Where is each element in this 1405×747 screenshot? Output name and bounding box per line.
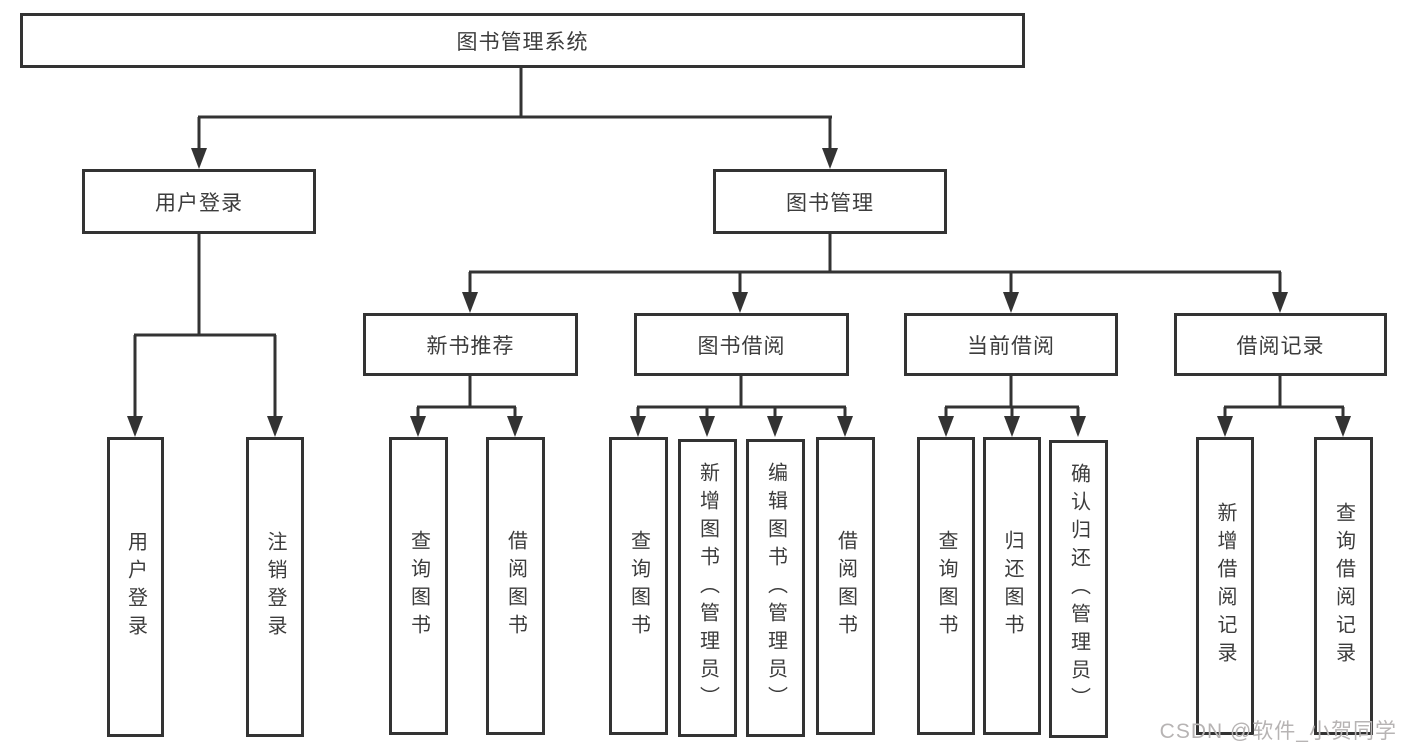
leaf-add-borrow-record: 新增借阅记录 (1196, 437, 1254, 735)
leaf-query-books-recommend: 查询图书 (389, 437, 448, 735)
node-current-borrowing: 当前借阅 (904, 313, 1118, 376)
leaf-add-book-admin: 新增图书（管理员） (678, 439, 737, 737)
node-new-book-recommendation: 新书推荐 (363, 313, 578, 376)
csdn-watermark: CSDN @软件_小贺同学 (1159, 720, 1397, 743)
leaf-query-borrow-record: 查询借阅记录 (1314, 437, 1373, 735)
node-user-login: 用户登录 (82, 169, 316, 234)
node-library-management-system: 图书管理系统 (20, 13, 1025, 68)
leaf-logout: 注销登录 (246, 437, 304, 737)
leaf-borrow-books-borrowing: 借阅图书 (816, 437, 875, 735)
leaf-borrow-books-recommend: 借阅图书 (486, 437, 545, 735)
leaf-user-login: 用户登录 (107, 437, 164, 737)
leaf-confirm-return-admin: 确认归还（管理员） (1049, 440, 1108, 738)
node-book-borrowing: 图书借阅 (634, 313, 849, 376)
node-borrowing-records: 借阅记录 (1174, 313, 1387, 376)
leaf-query-books-current: 查询图书 (917, 437, 975, 735)
leaf-edit-book-admin: 编辑图书（管理员） (746, 439, 805, 737)
leaf-query-books-borrowing: 查询图书 (609, 437, 668, 735)
node-book-management: 图书管理 (713, 169, 947, 234)
leaf-return-books: 归还图书 (983, 437, 1041, 735)
